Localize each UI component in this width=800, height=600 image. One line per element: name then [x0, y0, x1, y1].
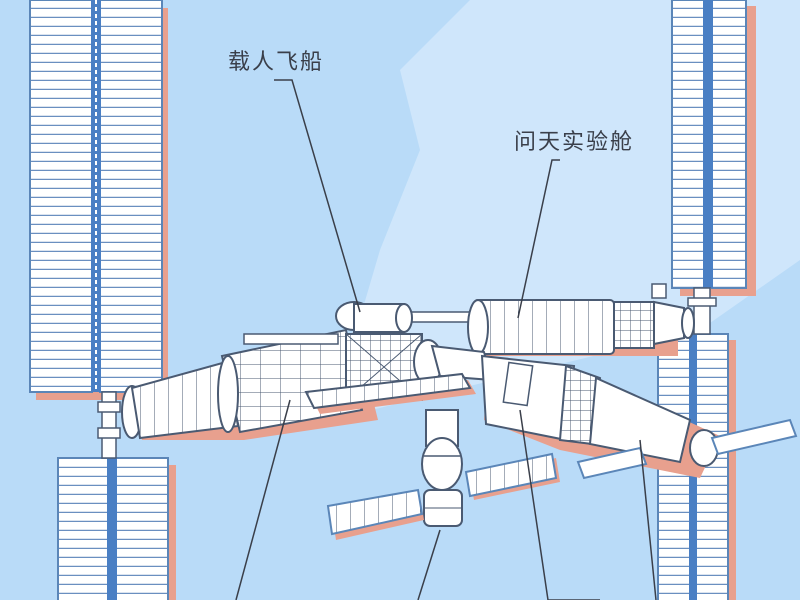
leader-line-wentian	[517, 159, 560, 319]
left-lower-solar-array	[57, 457, 176, 600]
leader-line-bottom-vehicle	[417, 529, 441, 600]
leader-line-core	[235, 399, 291, 600]
crew-vehicle-top	[335, 301, 413, 333]
leader-lines	[235, 79, 657, 600]
crew-vehicle-bottom	[326, 409, 560, 540]
left-array-joint	[97, 391, 121, 459]
leader-line-crew-vehicle	[274, 79, 361, 313]
leader-line-lower-lab	[519, 409, 600, 600]
leader-line-right	[639, 439, 657, 600]
label-wentian-module: 问天实验舱	[514, 130, 635, 155]
left-upper-solar-array	[29, 0, 168, 400]
wentian-module	[430, 283, 695, 382]
center-radiator-panel	[304, 372, 476, 414]
label-crew-vehicle: 载人飞船	[228, 50, 325, 75]
right-array-joint	[687, 287, 717, 335]
lab-module-lower	[480, 354, 798, 480]
right-upper-solar-array	[671, 0, 756, 296]
